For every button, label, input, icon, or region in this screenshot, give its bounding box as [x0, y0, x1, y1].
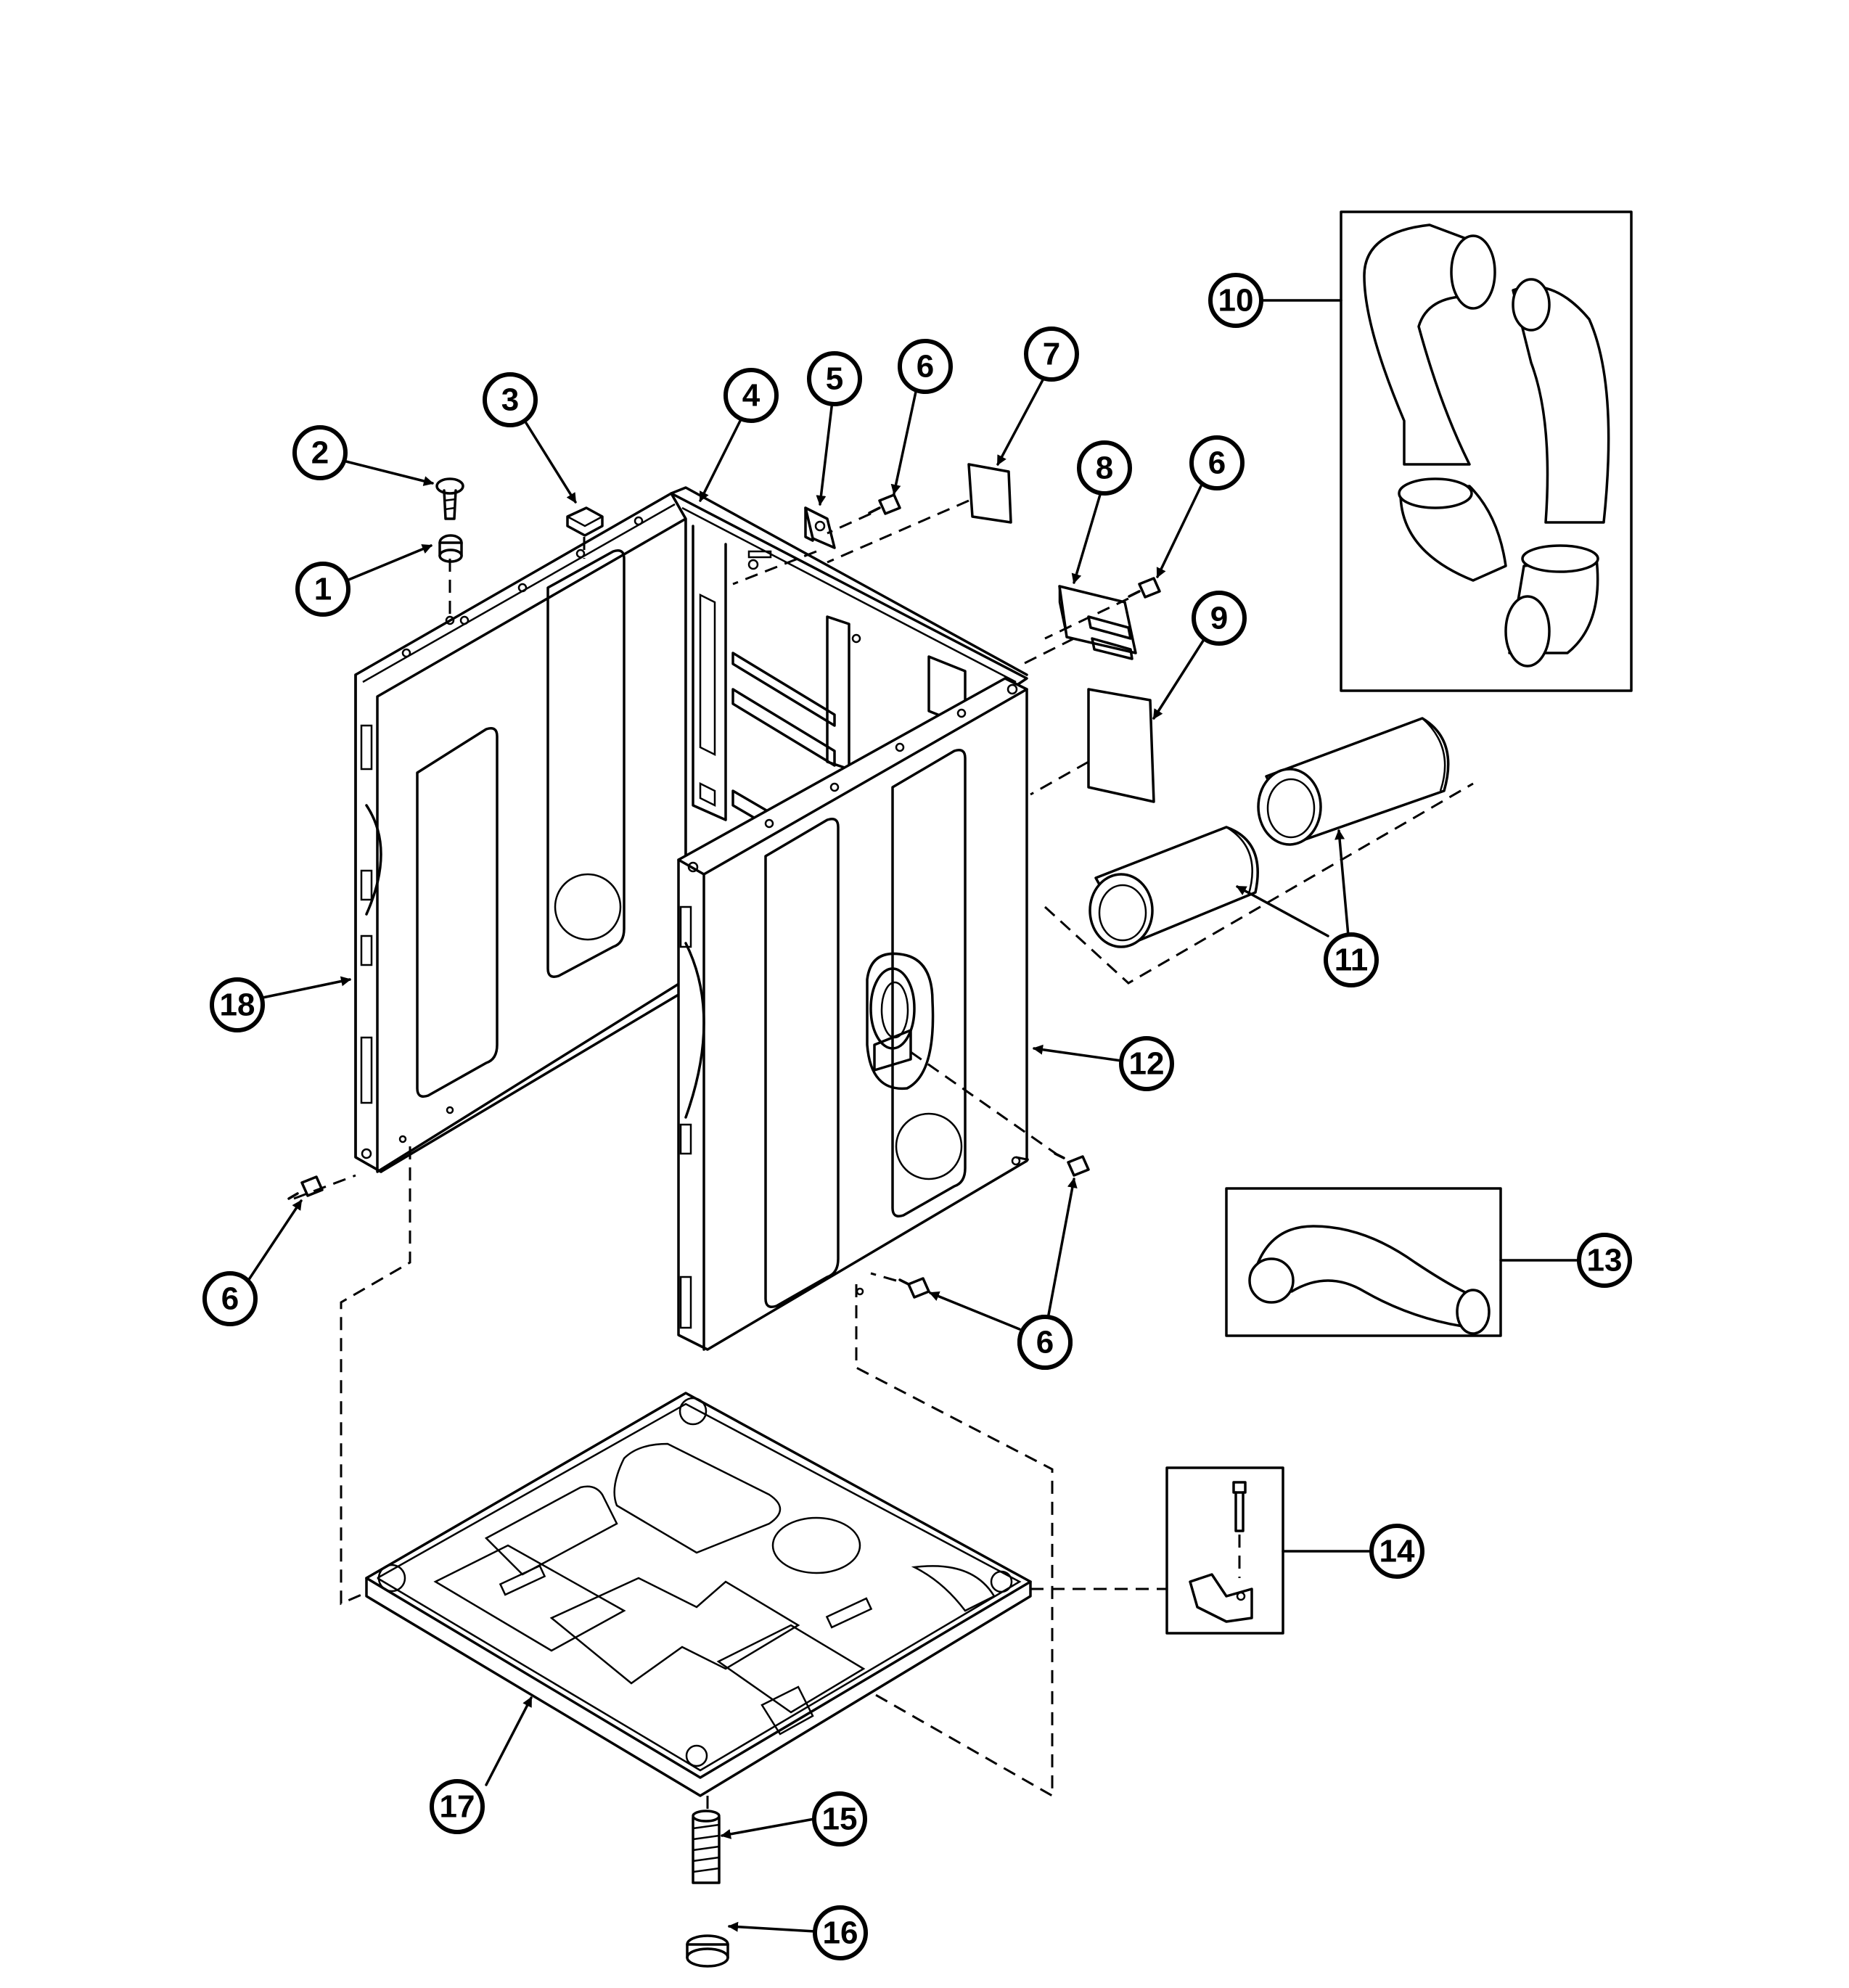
top-rail — [670, 486, 1028, 676]
duct-tubes-part-11 — [1089, 717, 1450, 948]
screw-part-6-right — [1054, 1152, 1090, 1177]
hose-kit-box-part-10 — [1340, 210, 1633, 692]
callout-label: 6 — [221, 1281, 239, 1317]
screw-part-2 — [435, 477, 464, 520]
callout-label: 6 — [1208, 445, 1226, 481]
nut-part-16 — [686, 1934, 729, 1968]
callout-label: 6 — [917, 349, 934, 385]
callout-label: 2 — [311, 435, 329, 471]
callout-7: 7 — [1024, 326, 1079, 382]
plate-part-7 — [967, 463, 1012, 524]
callout-label: 13 — [1587, 1243, 1623, 1278]
callout-label: 11 — [1335, 942, 1369, 978]
callout-label: 8 — [1096, 451, 1113, 486]
callout-label: 18 — [220, 987, 255, 1023]
exhaust-port — [866, 952, 935, 1090]
bracket-box-part-14 — [1165, 1466, 1284, 1635]
callout-13: 13 — [1577, 1233, 1632, 1288]
callout-label: 6 — [1036, 1325, 1054, 1360]
callout-17: 17 — [430, 1779, 485, 1834]
callout-label: 12 — [1129, 1046, 1165, 1082]
callout-14: 14 — [1369, 1524, 1424, 1579]
callout-label: 16 — [823, 1915, 858, 1951]
base-pan — [365, 1392, 1032, 1797]
callout-label: 10 — [1218, 283, 1254, 319]
callout-label: 7 — [1043, 337, 1060, 372]
callout-18: 18 — [210, 977, 265, 1032]
callout-6-top: 6 — [898, 339, 953, 394]
bracket-part-5 — [804, 506, 836, 549]
left-side-panel — [354, 492, 687, 1173]
screw-part-6-top — [868, 493, 901, 515]
screw-part-6-bottom — [898, 1277, 930, 1299]
callout-12: 12 — [1119, 1036, 1174, 1091]
hose-box-part-13 — [1225, 1187, 1502, 1337]
assembly-dashed-lines — [293, 499, 1474, 1814]
callout-6-bottom: 6 — [1017, 1315, 1073, 1370]
callout-11: 11 — [1324, 932, 1379, 987]
callout-label: 5 — [826, 361, 843, 397]
grommet-part-1 — [438, 534, 463, 563]
callout-9: 9 — [1192, 591, 1247, 646]
callout-label: 9 — [1210, 601, 1228, 636]
callout-1: 1 — [295, 562, 350, 617]
callout-16: 16 — [813, 1905, 868, 1960]
callout-label: 4 — [742, 378, 760, 414]
clip-part-3 — [566, 506, 604, 537]
leader-lines — [247, 299, 1580, 1933]
callout-label: 1 — [314, 572, 332, 607]
callout-8: 8 — [1077, 440, 1132, 496]
leveling-leg-part-15 — [692, 1810, 721, 1884]
callout-6-left: 6 — [202, 1271, 258, 1326]
callout-4: 4 — [723, 368, 779, 423]
callout-15: 15 — [812, 1791, 867, 1847]
callout-6-mid: 6 — [1189, 435, 1245, 490]
callout-2: 2 — [292, 425, 348, 480]
screw-part-6-mid — [1128, 577, 1161, 599]
callout-label: 17 — [440, 1789, 475, 1825]
callout-label: 15 — [822, 1802, 858, 1837]
callout-3: 3 — [483, 372, 538, 427]
callout-label: 3 — [501, 382, 519, 418]
plate-part-9 — [1087, 688, 1155, 803]
callout-10: 10 — [1208, 273, 1263, 328]
callout-label: 14 — [1379, 1534, 1415, 1569]
vent-plate-part-8 — [1058, 585, 1137, 660]
callout-5: 5 — [807, 351, 862, 406]
right-side-panel — [677, 677, 1028, 1351]
